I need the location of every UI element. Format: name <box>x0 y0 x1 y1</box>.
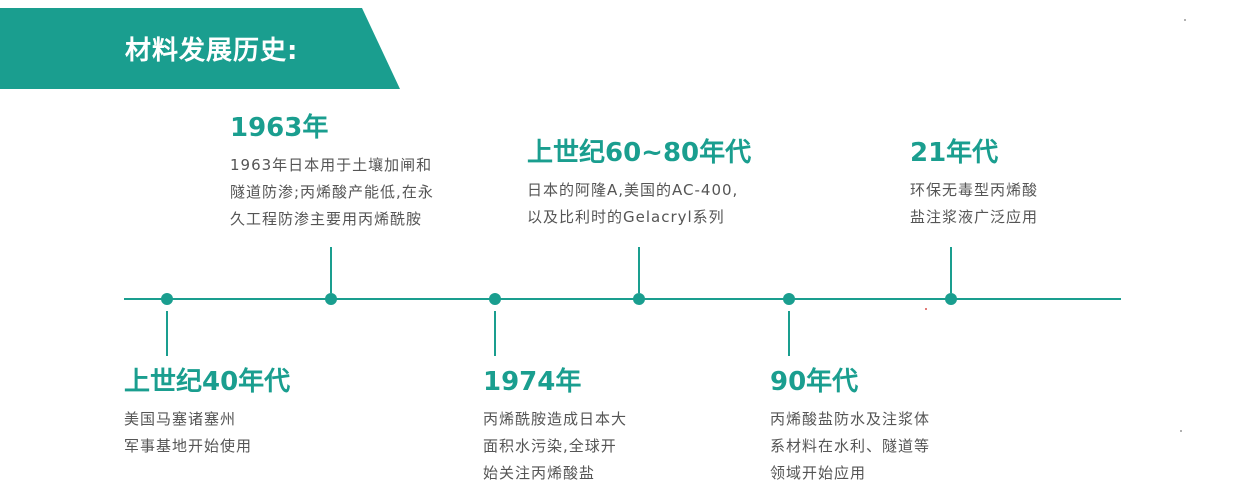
event-heading: 1963年 <box>230 113 329 143</box>
event-heading: 1974年 <box>483 367 582 397</box>
event-desc-line: 美国马塞诸塞州 <box>124 410 237 428</box>
decorative-speck <box>925 308 927 310</box>
timeline-stem-21st <box>950 247 952 293</box>
event-desc-line: 隧道防渗;丙烯酸产能低,在永 <box>230 183 434 201</box>
event-description: 美国马塞诸塞州 军事基地开始使用 <box>124 406 290 460</box>
timeline-dot-1940s <box>161 293 173 305</box>
event-desc-line: 环保无毒型丙烯酸 <box>910 181 1039 199</box>
timeline-stem-1960s-80s <box>638 247 640 293</box>
timeline-stem-1990s <box>788 311 790 356</box>
event-desc-line: 以及比利时的Gelacryl系列 <box>527 208 725 226</box>
event-heading: 21年代 <box>910 138 999 168</box>
banner-shape <box>0 8 400 89</box>
timeline-stem-1940s <box>166 311 168 356</box>
timeline-dot-1974 <box>489 293 501 305</box>
timeline-event-1974: 1974年 丙烯酰胺造成日本大 面积水污染,全球开 始关注丙烯酸盐 <box>483 366 627 487</box>
decorative-speck <box>1184 19 1186 21</box>
event-desc-line: 面积水污染,全球开 <box>483 437 617 455</box>
event-heading: 90年代 <box>770 367 859 397</box>
event-desc-line: 久工程防渗主要用丙烯酰胺 <box>230 210 423 228</box>
event-desc-line: 始关注丙烯酸盐 <box>483 464 596 482</box>
decorative-speck <box>1180 430 1182 432</box>
timeline-axis <box>124 298 1121 300</box>
event-desc-line: 盐注浆液广泛应用 <box>910 208 1039 226</box>
timeline-stem-1974 <box>494 311 496 356</box>
event-desc-line: 日本的阿隆A,美国的AC-400, <box>527 181 739 199</box>
event-description: 1963年日本用于土壤加闸和 隧道防渗;丙烯酸产能低,在永 久工程防渗主要用丙烯… <box>230 152 434 233</box>
timeline-dot-1990s <box>783 293 795 305</box>
event-desc-line: 丙烯酸盐防水及注浆体 <box>770 410 931 428</box>
timeline-event-1940s: 上世纪40年代 美国马塞诸塞州 军事基地开始使用 <box>124 366 290 460</box>
event-description: 日本的阿隆A,美国的AC-400, 以及比利时的Gelacryl系列 <box>527 177 751 231</box>
section-banner: 材料发展历史: <box>0 0 400 89</box>
timeline-dot-1963 <box>325 293 337 305</box>
event-desc-line: 系材料在水利、隧道等 <box>770 437 931 455</box>
event-desc-line: 军事基地开始使用 <box>124 437 253 455</box>
timeline-event-1960s-80s: 上世纪60~80年代 日本的阿隆A,美国的AC-400, 以及比利时的Gelac… <box>527 137 751 231</box>
banner-title: 材料发展历史: <box>125 36 299 66</box>
event-description: 丙烯酸盐防水及注浆体 系材料在水利、隧道等 领域开始应用 <box>770 406 930 487</box>
timeline-event-1990s: 90年代 丙烯酸盐防水及注浆体 系材料在水利、隧道等 领域开始应用 <box>770 366 930 487</box>
event-description: 丙烯酰胺造成日本大 面积水污染,全球开 始关注丙烯酸盐 <box>483 406 627 487</box>
timeline-dot-21st <box>945 293 957 305</box>
event-heading: 上世纪60~80年代 <box>527 138 752 168</box>
timeline-event-1963: 1963年 1963年日本用于土壤加闸和 隧道防渗;丙烯酸产能低,在永 久工程防… <box>230 112 434 233</box>
timeline-dot-1960s-80s <box>633 293 645 305</box>
event-heading: 上世纪40年代 <box>124 367 291 397</box>
event-desc-line: 1963年日本用于土壤加闸和 <box>230 156 433 174</box>
timeline-stem-1963 <box>330 247 332 293</box>
event-desc-line: 丙烯酰胺造成日本大 <box>483 410 628 428</box>
timeline-event-21st: 21年代 环保无毒型丙烯酸 盐注浆液广泛应用 <box>910 137 1038 231</box>
event-description: 环保无毒型丙烯酸 盐注浆液广泛应用 <box>910 177 1038 231</box>
event-desc-line: 领域开始应用 <box>770 464 867 482</box>
